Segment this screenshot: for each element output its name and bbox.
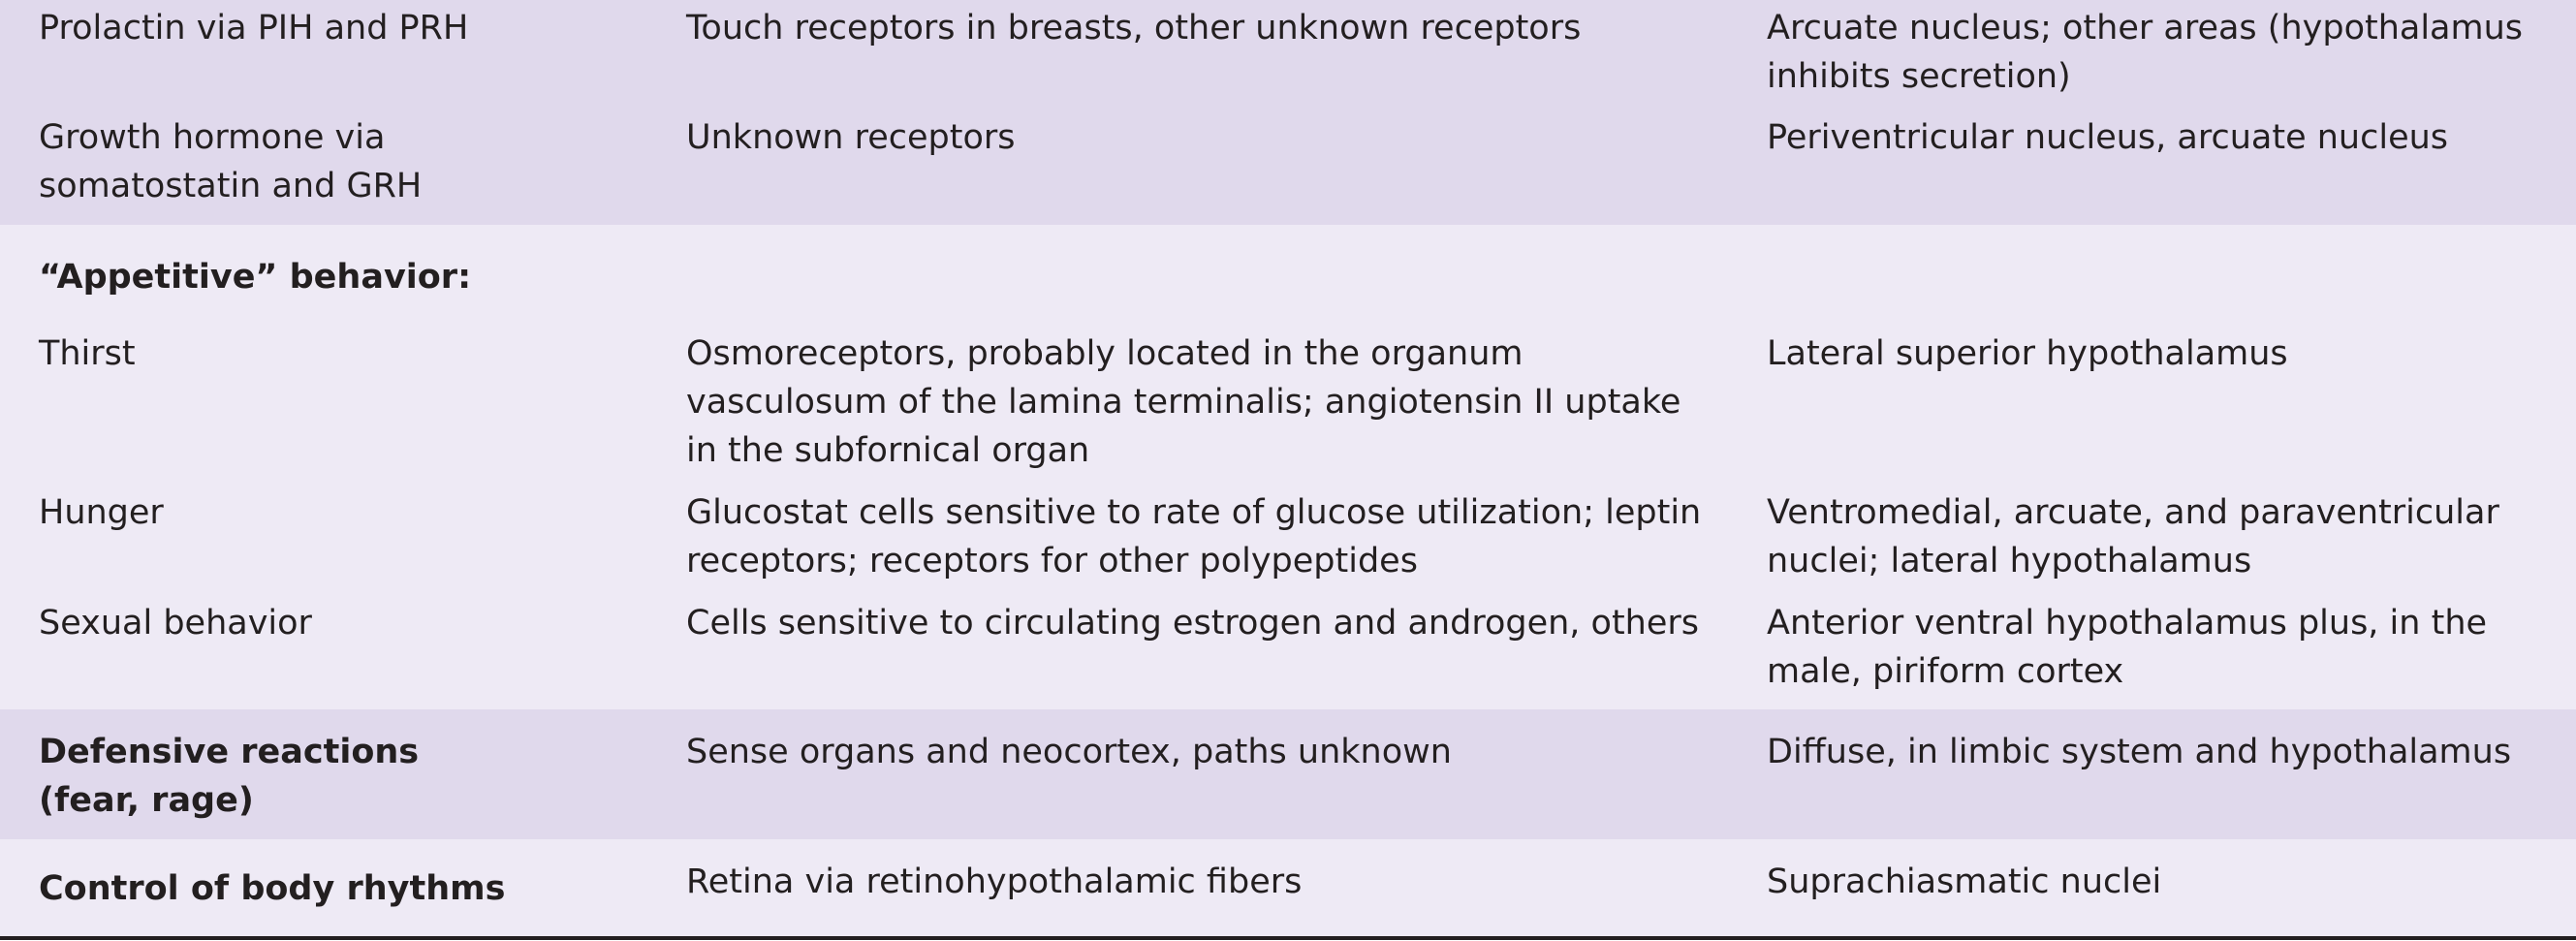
row-group-defensive-reactions (0, 709, 2576, 839)
cell-regulated-hunger: Hunger (39, 493, 164, 532)
cell-integrating-body-rhythms: Suprachiasmatic nuclei (1767, 863, 2162, 901)
cell-afferent-thirst: Osmoreceptors, probably located in the o… (686, 334, 1681, 470)
cell-regulated-growth-hormone: Growth hormone via somatostatin and GRH (39, 118, 423, 205)
cell-afferent-hunger: Glucostat cells sensitive to rate of glu… (686, 493, 1702, 580)
row-group-hormone-regulation (0, 0, 2576, 225)
section-heading-appetitive-behavior: “Appetitive” behavior: (39, 258, 472, 297)
cell-integrating-thirst: Lateral superior hypothalamus (1767, 334, 2288, 373)
cell-afferent-prolactin: Touch receptors in breasts, other unknow… (686, 9, 1582, 47)
cell-integrating-defensive-reactions: Diffuse, in limbic system and hypothalam… (1767, 733, 2512, 771)
cell-afferent-defensive-reactions: Sense organs and neocortex, paths unknow… (686, 733, 1452, 771)
cell-afferent-growth-hormone: Unknown receptors (686, 118, 1016, 157)
cell-integrating-growth-hormone: Periventricular nucleus, arcuate nucleus (1767, 118, 2449, 157)
cell-regulated-thirst: Thirst (39, 334, 136, 373)
cell-regulated-prolactin: Prolactin via PIH and PRH (39, 9, 469, 47)
cell-integrating-hunger: Ventromedial, arcuate, and paraventricul… (1767, 493, 2499, 580)
cell-integrating-prolactin: Arcuate nucleus; other areas (hypothalam… (1767, 9, 2524, 96)
cell-regulated-sexual-behavior: Sexual behavior (39, 604, 312, 643)
cell-afferent-body-rhythms: Retina via retinohypothalamic fibers (686, 863, 1303, 901)
cell-regulated-defensive-reactions: Defensive reactions (fear, rage) (39, 733, 420, 820)
table-bottom-rule (0, 936, 2576, 940)
row-group-appetitive-behavior (0, 225, 2576, 709)
cell-regulated-body-rhythms: Control of body rhythms (39, 869, 506, 908)
cell-integrating-sexual-behavior: Anterior ventral hypothalamus plus, in t… (1767, 604, 2488, 691)
row-group-body-rhythms (0, 839, 2576, 936)
cell-afferent-sexual-behavior: Cells sensitive to circulating estrogen … (686, 604, 1700, 643)
